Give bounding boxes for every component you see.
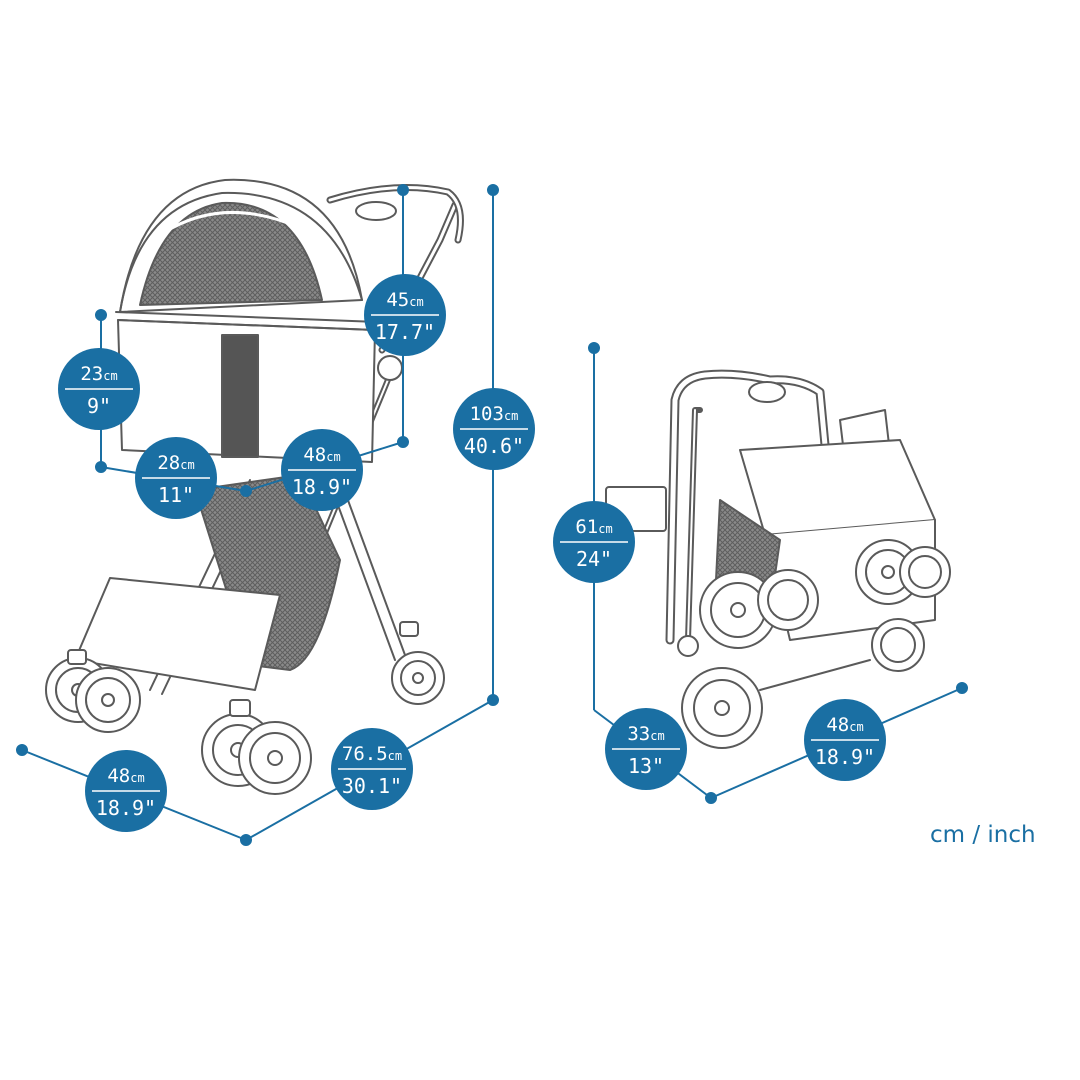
- badge-cm-value: 48: [107, 765, 130, 787]
- badge-base-length: 76.5cm 30.1": [331, 728, 413, 810]
- badge-basket-length: 48cm 18.9": [281, 429, 363, 511]
- badge-cm-unit: cm: [409, 295, 423, 309]
- stroller-folded-illustration: [605, 369, 951, 749]
- svg-text:103cm: 103cm: [470, 403, 519, 425]
- badge-cm-unit: cm: [849, 720, 863, 734]
- svg-text:23cm: 23cm: [80, 363, 117, 385]
- badge-inch-value: 18.9": [292, 475, 352, 499]
- badge-inch-value: 30.1": [342, 774, 402, 798]
- badge-folded-depth: 33cm 13": [605, 708, 687, 790]
- badge-canopy-depth: 45cm 17.7": [364, 274, 446, 356]
- svg-text:48cm: 48cm: [826, 714, 863, 736]
- badge-cm-value: 33: [627, 723, 650, 745]
- svg-text:48cm: 48cm: [303, 444, 340, 466]
- badge-cm-value: 48: [826, 714, 849, 736]
- badge-total-height: 103cm 40.6": [453, 388, 535, 470]
- badge-cm-value: 23: [80, 363, 103, 385]
- badge-cm-unit: cm: [598, 522, 612, 536]
- badge-basket-height: 23cm 9": [58, 348, 140, 430]
- badge-folded-height: 61cm 24": [553, 501, 635, 583]
- badge-cm-unit: cm: [650, 729, 664, 743]
- svg-text:48cm: 48cm: [107, 765, 144, 787]
- badge-cm-unit: cm: [326, 450, 340, 464]
- badge-cm-unit: cm: [130, 771, 144, 785]
- badge-inch-value: 40.6": [464, 434, 524, 458]
- badge-cm-unit: cm: [504, 409, 518, 423]
- badge-inch-value: 18.9": [815, 745, 875, 769]
- badge-inch-value: 18.9": [96, 796, 156, 820]
- badge-inch-value: 9": [87, 394, 111, 418]
- badge-inch-value: 11": [158, 483, 194, 507]
- svg-text:33cm: 33cm: [627, 723, 664, 745]
- badge-cm-value: 28: [157, 452, 180, 474]
- badge-inch-value: 24": [576, 547, 612, 571]
- badge-cm-value: 48: [303, 444, 326, 466]
- badge-base-width: 48cm 18.9": [85, 750, 167, 832]
- badge-inch-value: 13": [628, 754, 664, 778]
- stroller-unfolded-illustration: [45, 178, 464, 795]
- badge-basket-width: 28cm 11": [135, 437, 217, 519]
- badge-cm-value: 103: [470, 403, 504, 425]
- svg-text:61cm: 61cm: [575, 516, 612, 538]
- svg-text:28cm: 28cm: [157, 452, 194, 474]
- badge-inch-value: 17.7": [375, 320, 435, 344]
- svg-text:76.5cm: 76.5cm: [342, 743, 402, 765]
- badge-cm-value: 61: [575, 516, 598, 538]
- badge-cm-unit: cm: [103, 369, 117, 383]
- unit-legend: cm / inch: [930, 822, 1036, 848]
- badge-cm-value: 76.5: [342, 743, 388, 765]
- badge-cm-value: 45: [386, 289, 409, 311]
- svg-text:45cm: 45cm: [386, 289, 423, 311]
- badge-cm-unit: cm: [180, 458, 194, 472]
- badge-cm-unit: cm: [388, 749, 402, 763]
- badge-folded-width: 48cm 18.9": [804, 699, 886, 781]
